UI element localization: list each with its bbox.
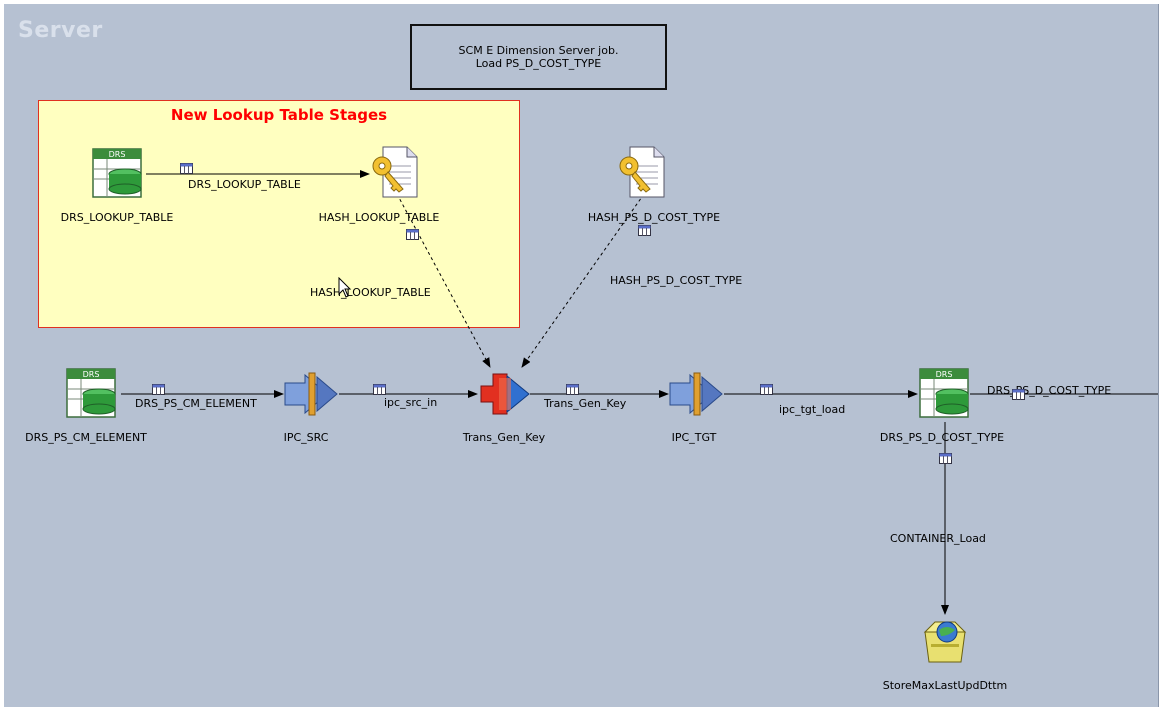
drs-badge: DRS xyxy=(936,370,953,379)
drs-badge: DRS xyxy=(109,150,126,159)
link-label-drs-lookup-table: DRS_LOOKUP_TABLE xyxy=(188,178,301,191)
link-label-trans-gen-key: Trans_Gen_Key xyxy=(544,397,627,410)
description-line-2: Load PS_D_COST_TYPE xyxy=(475,57,602,70)
link-hash-lookup-table[interactable] xyxy=(396,193,491,368)
ipc-stage-icon[interactable] xyxy=(668,371,724,417)
link-columns-icon[interactable] xyxy=(180,163,193,174)
description-line-1: SCM E Dimension Server job. xyxy=(458,44,619,57)
hashed-file-icon[interactable] xyxy=(369,144,421,200)
job-design-canvas[interactable]: Server SCM E Dimension Server job. Load … xyxy=(4,4,1159,707)
link-label-container-load: CONTAINER_Load xyxy=(890,532,986,545)
stage-label-trans-gen-key: Trans_Gen_Key xyxy=(462,431,546,444)
stage-label-drs-ps-d-cost-type: DRS_PS_D_COST_TYPE xyxy=(879,431,1005,444)
stage-label-storemaxlastupddttm: StoreMaxLastUpdDttm xyxy=(882,679,1008,692)
link-label-drs-ps-d-cost-type: DRS_PS_D_COST_TYPE xyxy=(987,384,1112,397)
link-label-drs-ps-cm-element: DRS_PS_CM_ELEMENT xyxy=(135,397,257,410)
mouse-pointer-icon xyxy=(338,277,352,298)
link-hash-ps-d-cost-type[interactable] xyxy=(521,193,645,368)
lookup-stages-annotation[interactable]: New Lookup Table Stages xyxy=(38,100,520,328)
link-columns-icon[interactable] xyxy=(939,453,952,464)
transformer-stage-icon[interactable] xyxy=(477,370,531,418)
stage-label-hash-ps-d-cost-type: HASH_PS_D_COST_TYPE xyxy=(587,211,721,224)
link-columns-icon[interactable] xyxy=(373,384,386,395)
link-label-ipc-tgt-load: ipc_tgt_load xyxy=(779,403,846,416)
link-columns-icon[interactable] xyxy=(760,384,773,395)
link-columns-icon[interactable] xyxy=(152,384,165,395)
drs-badge: DRS xyxy=(83,370,100,379)
stage-label-hash-lookup-table: HASH_LOOKUP_TABLE xyxy=(318,211,440,224)
link-columns-icon[interactable] xyxy=(1012,389,1025,400)
drs-database-icon[interactable]: DRS xyxy=(90,146,146,202)
stage-label-ipc-tgt: IPC_TGT xyxy=(671,431,717,444)
hashed-file-icon[interactable] xyxy=(616,144,668,200)
link-label-ipc-src-in: ipc_src_in xyxy=(384,396,438,409)
stage-label-drs-lookup-table: DRS_LOOKUP_TABLE xyxy=(60,211,174,224)
job-description-annotation[interactable]: SCM E Dimension Server job. Load PS_D_CO… xyxy=(410,24,667,90)
link-columns-icon[interactable] xyxy=(406,229,419,240)
drs-database-icon[interactable]: DRS xyxy=(917,366,973,422)
link-columns-icon[interactable] xyxy=(638,225,651,236)
server-watermark: Server xyxy=(18,18,103,43)
ipc-stage-icon[interactable] xyxy=(283,371,339,417)
stage-label-ipc-src: IPC_SRC xyxy=(283,431,329,444)
link-label-hash-lookup-table: HASH_LOOKUP_TABLE xyxy=(310,286,431,299)
shared-container-icon[interactable] xyxy=(919,616,971,666)
drs-database-icon[interactable]: DRS xyxy=(64,366,120,422)
annotation-title: New Lookup Table Stages xyxy=(170,106,388,124)
stage-label-drs-ps-cm-element: DRS_PS_CM_ELEMENT xyxy=(25,431,147,444)
link-label-hash-ps-d-cost-type: HASH_PS_D_COST_TYPE xyxy=(610,274,743,287)
links-layer xyxy=(121,170,1158,615)
link-columns-icon[interactable] xyxy=(566,384,579,395)
